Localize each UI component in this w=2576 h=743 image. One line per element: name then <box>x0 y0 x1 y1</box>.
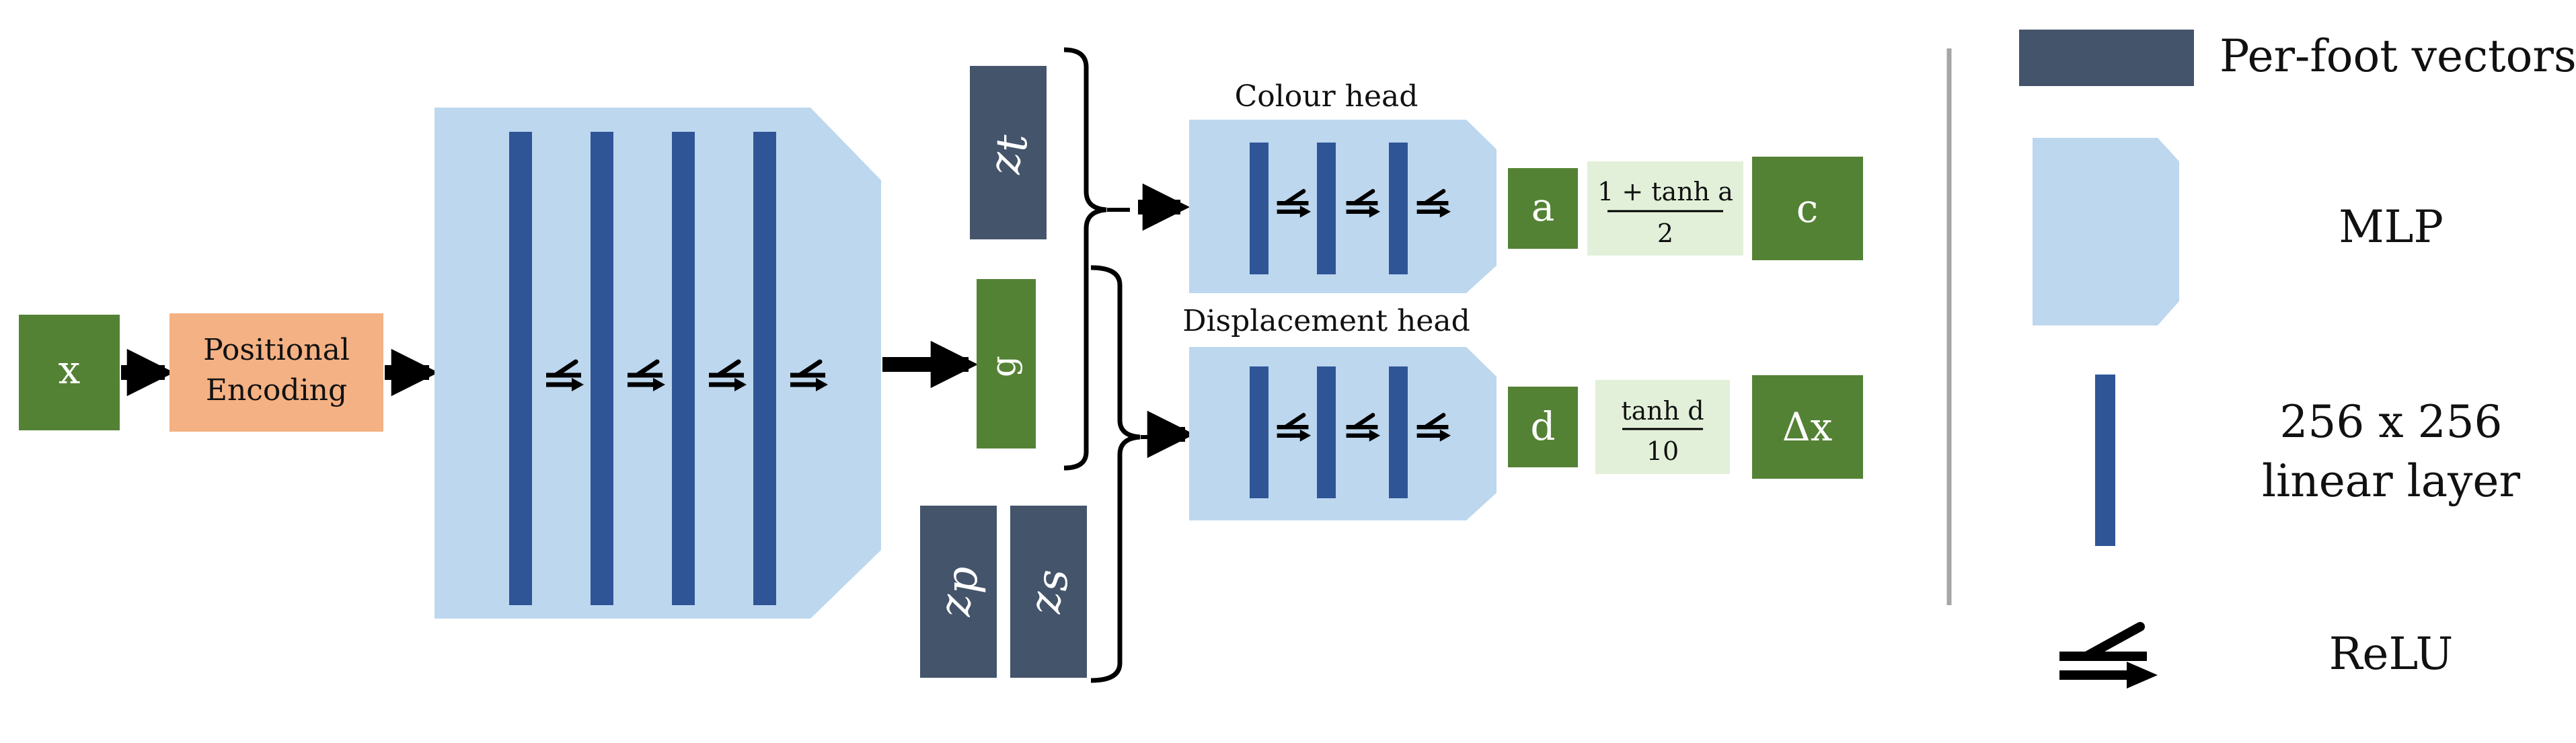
g-label: g <box>984 356 1023 377</box>
legend-linear-line1: 256 x 256 <box>2279 396 2502 448</box>
colour-head-mlp <box>1189 120 1497 293</box>
input-x-label: x <box>59 347 81 393</box>
curly-brace-icon <box>1063 47 1107 471</box>
linear-layer <box>1317 366 1336 498</box>
linear-layer <box>1317 143 1336 274</box>
linear-layer <box>1389 143 1408 274</box>
a-label: a <box>1531 184 1555 230</box>
legend-mlp-label: MLP <box>2339 201 2444 253</box>
positional-encoding-line1: Positional <box>203 333 350 367</box>
displacement-logit-d: d <box>1508 387 1578 467</box>
displacement-activation-formula: tanh d 10 <box>1595 380 1730 474</box>
linear-layer-1 <box>509 132 532 605</box>
legend-per-foot-swatch <box>2019 30 2194 86</box>
positional-encoding-box: Positional Encoding <box>169 313 383 432</box>
colour-activation-formula: 1 + tanh a 2 <box>1587 161 1743 256</box>
latent-zs: zs <box>1010 506 1087 678</box>
linear-layer-4 <box>753 132 776 605</box>
linear-layer <box>1250 366 1268 498</box>
colour-logit-a: a <box>1508 168 1578 249</box>
zs-subscript: s <box>1028 570 1077 592</box>
linear-layer <box>1389 366 1408 498</box>
linear-layer-2 <box>591 132 613 605</box>
d-label: d <box>1530 403 1555 449</box>
zp-subscript: p <box>938 567 987 594</box>
zt-subscript: t <box>987 134 1037 152</box>
zp-base: z <box>931 593 981 617</box>
input-x-box: x <box>19 315 120 430</box>
zs-base: z <box>1021 590 1071 615</box>
displacement-head-mlp <box>1189 347 1497 520</box>
linear-layer-3 <box>672 132 695 605</box>
geometry-feature-g: g <box>977 279 1036 448</box>
c-label: c <box>1796 186 1818 231</box>
curly-brace-icon <box>1090 265 1141 683</box>
legend-relu-label: ReLU <box>2329 628 2454 680</box>
svg-text:zs: zs <box>1021 570 1077 615</box>
displacement-head-title: Displacement head <box>1182 304 1470 338</box>
linear-layer <box>1250 143 1268 274</box>
colour-formula-numerator: 1 + tanh a <box>1597 177 1733 206</box>
legend-per-foot-label: Per-foot vectors <box>2220 30 2576 82</box>
legend-linear-line2: linear layer <box>2262 455 2520 507</box>
svg-text:zp: zp <box>931 567 987 618</box>
zt-base: z <box>981 151 1030 175</box>
displacement-output-dx: Δx <box>1752 375 1863 479</box>
main-mlp <box>434 108 881 619</box>
colour-formula-denominator: 2 <box>1657 219 1673 248</box>
displacement-formula-numerator: tanh d <box>1621 396 1704 426</box>
displacement-formula-denominator: 10 <box>1646 436 1679 466</box>
legend-linear-swatch <box>2095 375 2115 546</box>
dx-label: Δx <box>1782 404 1833 450</box>
latent-zp: zp <box>920 506 997 678</box>
colour-output-c: c <box>1752 157 1863 260</box>
legend: Per-foot vectors MLP 256 x 256 linear la… <box>2019 30 2576 689</box>
colour-head-title: Colour head <box>1235 79 1418 114</box>
latent-zt: zt <box>970 66 1047 239</box>
legend-mlp-swatch <box>2033 138 2179 325</box>
positional-encoding-line2: Encoding <box>206 373 347 407</box>
relu-icon <box>2059 627 2158 689</box>
svg-text:zt: zt <box>981 134 1037 175</box>
